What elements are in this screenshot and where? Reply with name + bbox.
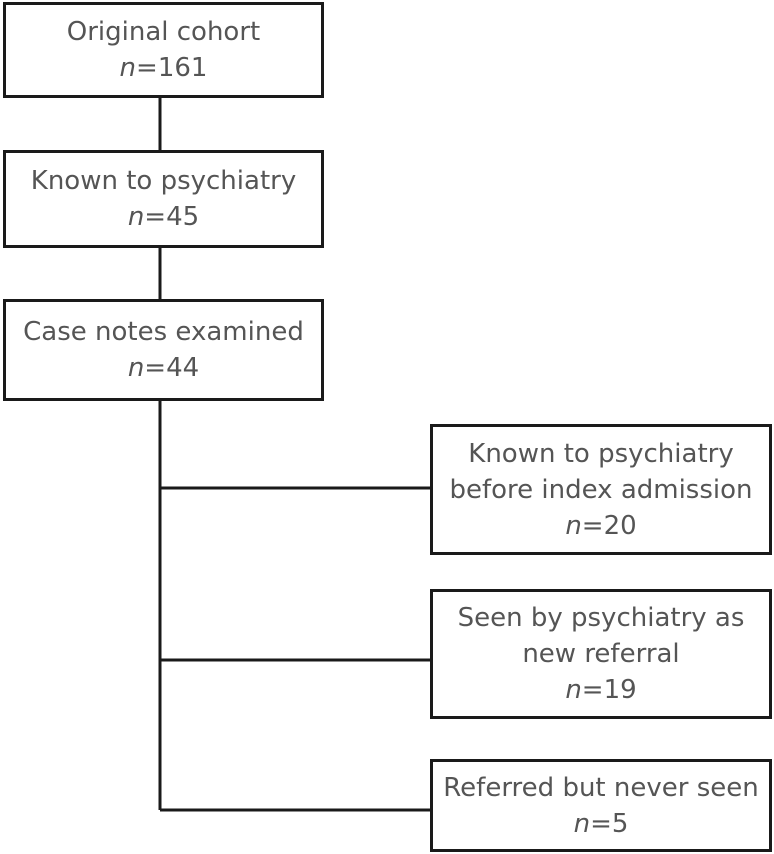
node-count: n=44 <box>127 353 200 383</box>
node-label: Case notes examined <box>23 317 304 347</box>
node-count: n=19 <box>565 675 637 705</box>
node-count: n=5 <box>573 808 629 839</box>
node-count: n=20 <box>565 510 637 541</box>
node-known-to-psychiatry: Known to psychiatry n=45 <box>3 150 324 248</box>
node-referred-never-seen: Referred but never seen n=5 <box>430 759 772 852</box>
node-label: Original cohort <box>66 17 261 47</box>
node-known-before-index: Known to psychiatry before index admissi… <box>430 424 772 555</box>
node-original-cohort: Original cohort n=161 <box>3 2 324 98</box>
node-label: Referred but never seen <box>443 772 759 803</box>
node-label-line-2: before index admission <box>449 474 753 505</box>
node-label-line-1: Seen by psychiatry as <box>457 603 745 633</box>
node-case-notes-examined: Case notes examined n=44 <box>3 299 324 401</box>
node-count: n=45 <box>127 202 200 232</box>
node-seen-new-referral: Seen by psychiatry as new referral n=19 <box>430 589 772 719</box>
node-label-line-2: new referral <box>522 639 680 669</box>
node-count: n=161 <box>119 53 208 83</box>
node-label: Known to psychiatry <box>30 166 297 196</box>
node-label-line-1: Known to psychiatry <box>468 438 734 469</box>
